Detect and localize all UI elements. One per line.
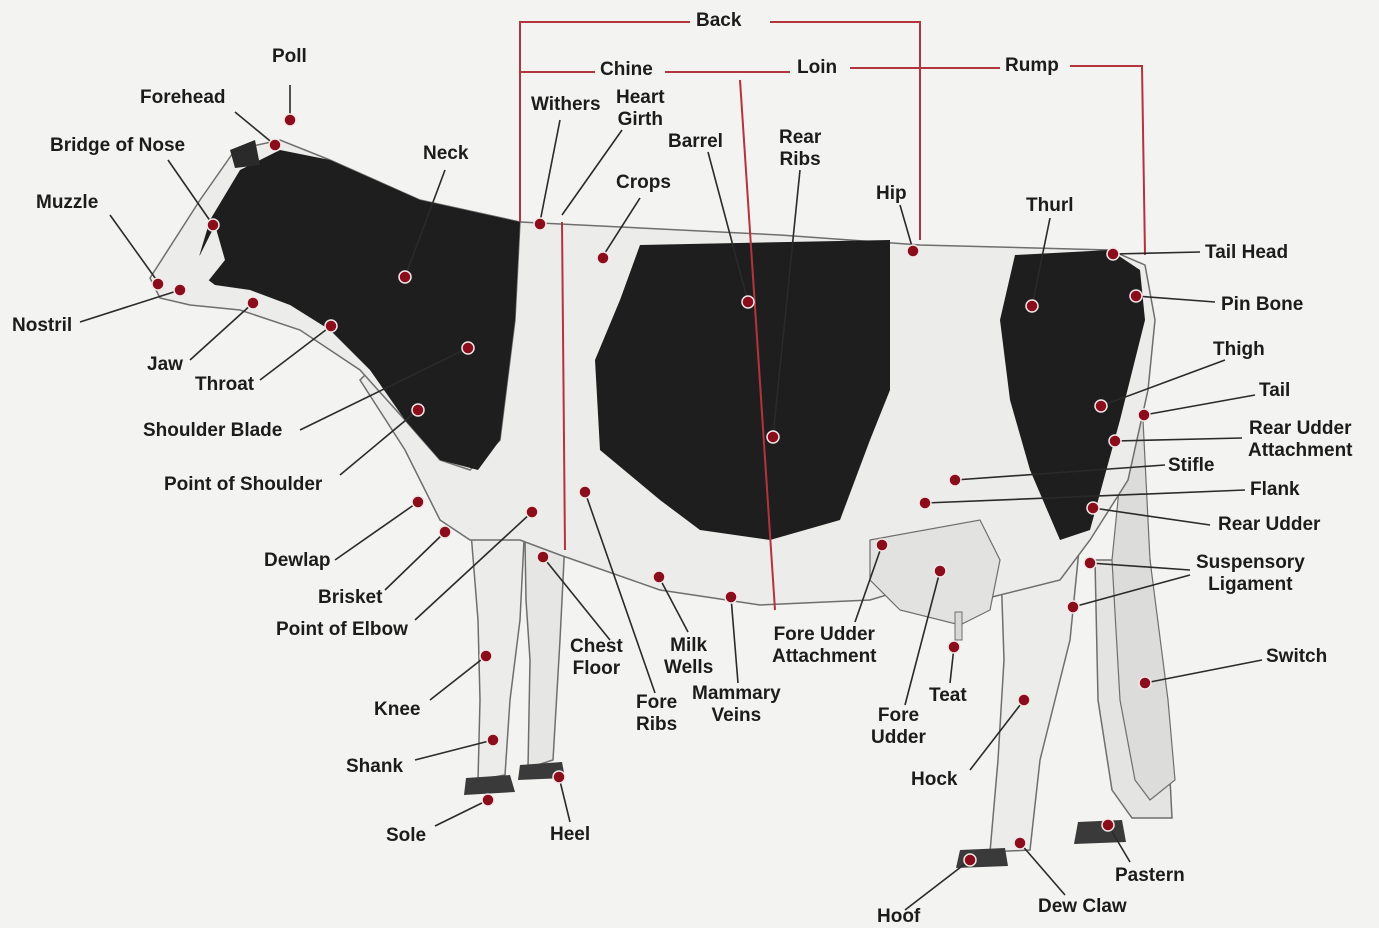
marker-hock bbox=[1018, 694, 1030, 706]
marker-shoulder-blade bbox=[462, 342, 474, 354]
marker-mammary-veins bbox=[725, 591, 737, 603]
label-poll: Poll bbox=[272, 46, 307, 68]
label-neck: Neck bbox=[423, 143, 468, 165]
label-withers: Withers bbox=[531, 94, 601, 116]
marker-rear-udder-attachment bbox=[1109, 435, 1121, 447]
marker-withers bbox=[534, 218, 546, 230]
marker-chest-floor bbox=[537, 551, 549, 563]
marker-hip bbox=[907, 245, 919, 257]
label-throat: Throat bbox=[195, 374, 254, 396]
label-thurl: Thurl bbox=[1026, 195, 1074, 217]
label-crops: Crops bbox=[616, 172, 671, 194]
label-pastern: Pastern bbox=[1115, 865, 1185, 887]
marker-fore-ribs bbox=[579, 486, 591, 498]
label-jaw: Jaw bbox=[147, 354, 183, 376]
marker-switch bbox=[1139, 677, 1151, 689]
marker-pin-bone bbox=[1130, 290, 1142, 302]
label-stifle: Stifle bbox=[1168, 455, 1214, 477]
marker-crops bbox=[597, 252, 609, 264]
marker-sole bbox=[482, 794, 494, 806]
label-teat: Teat bbox=[929, 685, 967, 707]
label-pin-bone: Pin Bone bbox=[1221, 294, 1303, 316]
label-tail-head: Tail Head bbox=[1205, 242, 1288, 264]
marker-suspensory-ligament-2 bbox=[1067, 601, 1079, 613]
label-hip: Hip bbox=[876, 183, 907, 205]
marker-tail bbox=[1138, 409, 1150, 421]
marker-nostril bbox=[174, 284, 186, 296]
label-back: Back bbox=[696, 10, 741, 32]
label-shank: Shank bbox=[346, 756, 403, 778]
label-switch: Switch bbox=[1266, 646, 1327, 668]
label-point-of-elbow: Point of Elbow bbox=[276, 619, 408, 641]
label-point-of-shoulder: Point of Shoulder bbox=[164, 474, 322, 496]
marker-knee bbox=[480, 650, 492, 662]
label-thigh: Thigh bbox=[1213, 339, 1265, 361]
label-muzzle: Muzzle bbox=[36, 192, 98, 214]
label-rump: Rump bbox=[1005, 55, 1059, 77]
marker-thigh bbox=[1095, 400, 1107, 412]
label-hoof: Hoof bbox=[877, 906, 920, 928]
marker-barrel bbox=[742, 296, 754, 308]
marker-flank bbox=[919, 497, 931, 509]
label-dew-claw: Dew Claw bbox=[1038, 896, 1127, 918]
label-loin: Loin bbox=[797, 57, 837, 79]
label-forehead: Forehead bbox=[140, 87, 226, 109]
marker-point-of-shoulder bbox=[412, 404, 424, 416]
label-brisket: Brisket bbox=[318, 587, 382, 609]
marker-jaw bbox=[247, 297, 259, 309]
label-rear-udder: Rear Udder bbox=[1218, 514, 1320, 536]
label-dewlap: Dewlap bbox=[264, 550, 331, 572]
marker-fore-udder-attachment bbox=[876, 539, 888, 551]
marker-tail-head bbox=[1107, 248, 1119, 260]
marker-poll bbox=[284, 114, 296, 126]
marker-dew-claw bbox=[1014, 837, 1026, 849]
label-shoulder-blade: Shoulder Blade bbox=[143, 420, 282, 442]
marker-suspensory-ligament-1 bbox=[1084, 557, 1096, 569]
marker-rear-ribs bbox=[767, 431, 779, 443]
marker-teat bbox=[948, 641, 960, 653]
label-heel: Heel bbox=[550, 824, 590, 846]
label-knee: Knee bbox=[374, 699, 420, 721]
label-bridge-of-nose: Bridge of Nose bbox=[50, 135, 185, 157]
marker-throat bbox=[325, 320, 337, 332]
label-nostril: Nostril bbox=[12, 315, 72, 337]
marker-shank bbox=[487, 734, 499, 746]
label-tail: Tail bbox=[1259, 380, 1290, 402]
label-sole: Sole bbox=[386, 825, 426, 847]
marker-thurl bbox=[1026, 300, 1038, 312]
marker-milk-wells bbox=[653, 571, 665, 583]
marker-pastern bbox=[1102, 819, 1114, 831]
marker-hoof bbox=[964, 854, 976, 866]
marker-heel bbox=[553, 771, 565, 783]
marker-fore-udder bbox=[934, 565, 946, 577]
marker-dewlap bbox=[412, 496, 424, 508]
label-barrel: Barrel bbox=[668, 131, 723, 153]
marker-neck bbox=[399, 271, 411, 283]
marker-bridge-of-nose bbox=[207, 219, 219, 231]
marker-rear-udder bbox=[1087, 502, 1099, 514]
label-hock: Hock bbox=[911, 769, 957, 791]
marker-brisket bbox=[439, 526, 451, 538]
label-chine: Chine bbox=[600, 59, 653, 81]
marker-muzzle bbox=[152, 278, 164, 290]
marker-point-of-elbow bbox=[526, 506, 538, 518]
marker-stifle bbox=[949, 474, 961, 486]
label-flank: Flank bbox=[1250, 479, 1300, 501]
marker-forehead bbox=[269, 139, 281, 151]
